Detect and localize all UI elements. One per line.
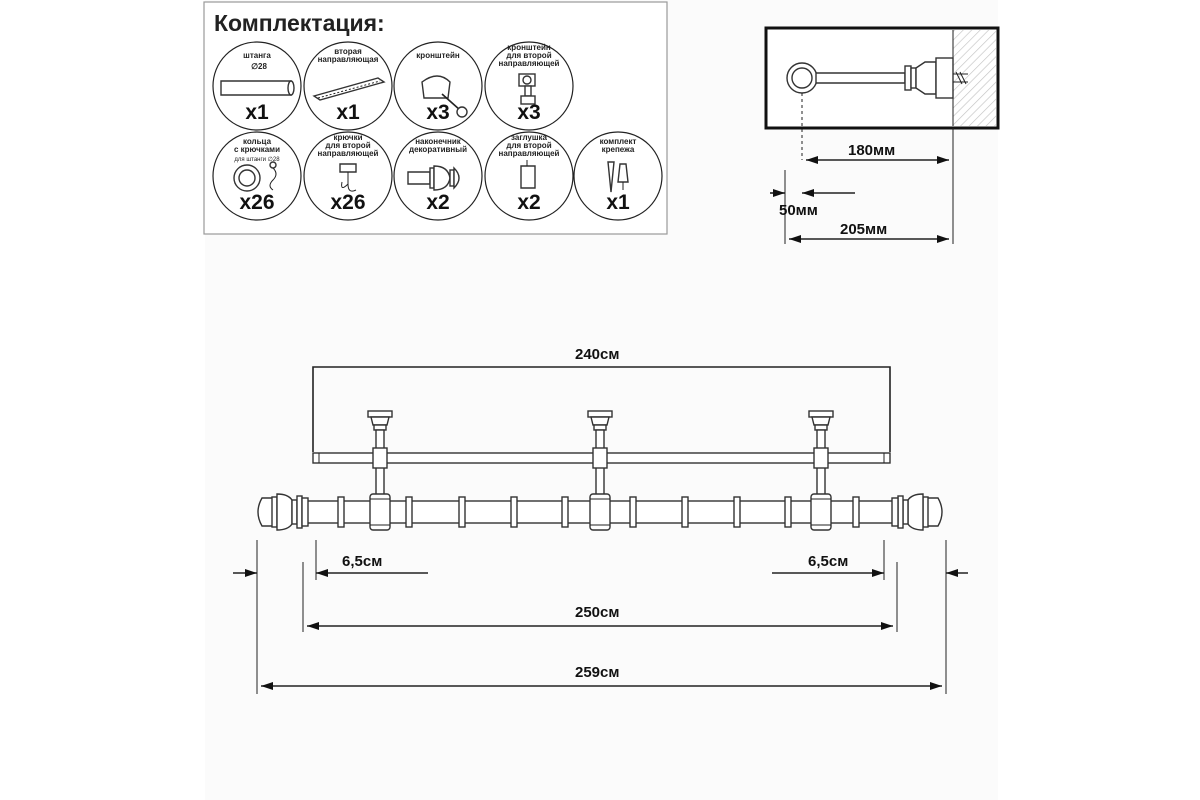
kit-item-label: направляющей <box>318 149 379 158</box>
bracket-icon <box>421 75 468 118</box>
kit-item-note: ∅28 <box>251 62 267 71</box>
rod-brackets <box>367 410 834 531</box>
kit-item-label: для второй <box>506 51 551 60</box>
kit-item-label: направляющей <box>499 149 560 158</box>
kit-item-label: вторая <box>334 47 362 56</box>
ring-icon <box>233 161 277 192</box>
rod-rings <box>337 496 860 528</box>
kit-item-label: штанга <box>243 51 271 60</box>
arrow-left-icon <box>802 189 814 197</box>
wall-hatch <box>953 30 996 126</box>
rod-ring <box>337 496 345 528</box>
arrow-right-icon <box>245 569 257 577</box>
rod-ring <box>852 496 860 528</box>
kit-title: Комплектация: <box>214 10 385 36</box>
arrow-right-icon <box>937 235 949 243</box>
arrow-right-icon <box>937 156 949 164</box>
kit-item-label: с крючками <box>234 145 280 154</box>
kit-item-label: для второй <box>506 141 551 150</box>
arrow-left-icon <box>316 569 328 577</box>
plug-icon <box>520 160 536 189</box>
rod-ring <box>458 496 466 528</box>
dim-259cm: 259см <box>575 664 619 681</box>
kit-item-label: кронштейн <box>416 51 460 60</box>
kit-item-label: декоративный <box>409 145 467 154</box>
dim-50mm: 50мм <box>779 202 818 219</box>
dim-180mm: 180мм <box>848 142 895 159</box>
kit-item-rod: штанга ∅28 x1 <box>212 41 302 131</box>
arrow-right-icon <box>930 682 942 690</box>
rod-icon <box>220 80 295 96</box>
kit-item-qty: x1 <box>245 101 269 124</box>
dim-65cm-left: 6,5см <box>342 553 382 570</box>
finial-icon <box>407 165 460 191</box>
kit-item-label: кольца <box>243 137 272 146</box>
rail-bracket-icon <box>518 73 536 105</box>
rod-ring <box>561 496 569 528</box>
hook-icon <box>339 163 357 192</box>
arrow-right-icon <box>773 189 785 197</box>
kit-item-qty: x1 <box>336 101 360 124</box>
screw-icon <box>607 161 629 193</box>
kit-item-qty: x3 <box>426 101 449 124</box>
finial-right <box>891 493 943 531</box>
kit-item-label: кронштейн <box>507 43 551 52</box>
kit-item-label: крючки <box>334 133 363 142</box>
rod-ring <box>681 496 689 528</box>
arrow-right-icon <box>872 569 884 577</box>
kit-item-label: наконечник <box>415 137 462 146</box>
bracket-detail: 180мм 50мм 205мм <box>764 26 1000 244</box>
kit-item-label: комплект <box>600 137 637 146</box>
kit-item-qty: x2 <box>517 191 540 214</box>
kit-item-qty: x26 <box>239 191 274 214</box>
finial-left <box>257 493 309 531</box>
kit-panel: Комплектация: штанга∅28x1втораянаправляю… <box>203 1 668 235</box>
arrow-left-icon <box>806 156 818 164</box>
rod-assembly: 240см <box>233 346 968 694</box>
kit-item-label: крепежа <box>602 145 635 154</box>
kit-item-label: заглушка <box>511 133 548 142</box>
arrow-left-icon <box>946 569 958 577</box>
kit-item-label: направляющая <box>318 55 379 64</box>
rod-bracket <box>587 410 613 531</box>
rod-ring <box>784 496 792 528</box>
arrow-left-icon <box>261 682 273 690</box>
arrow-left-icon <box>789 235 801 243</box>
dim-65cm-right: 6,5см <box>808 553 848 570</box>
rod-ring <box>629 496 637 528</box>
kit-item-qty: x2 <box>426 191 449 214</box>
rod-ring <box>405 496 413 528</box>
kit-item-qty: x3 <box>517 101 540 124</box>
rod-bracket <box>808 410 834 531</box>
arrow-left-icon <box>307 622 319 630</box>
kit-item-note: для штанги ∅28 <box>234 156 280 163</box>
kit-item-bracket: кронштейн x3 <box>393 41 483 131</box>
kit-item-label: направляющей <box>499 59 560 68</box>
dim-bracket-240 <box>312 366 891 452</box>
dim-205mm: 205мм <box>840 221 887 238</box>
rod-ring-icon <box>786 62 818 94</box>
arrow-right-icon <box>881 622 893 630</box>
kit-item-label: для второй <box>325 141 370 150</box>
kit-item-qty: x1 <box>606 191 630 214</box>
rod-ring <box>733 496 741 528</box>
dim-240cm: 240см <box>575 346 619 363</box>
rod-ring <box>510 496 518 528</box>
rod-bracket <box>367 410 393 531</box>
dim-250cm: 250см <box>575 604 619 621</box>
kit-item-qty: x26 <box>330 191 365 214</box>
bracket-arm <box>815 57 968 99</box>
rail-icon <box>312 77 386 101</box>
